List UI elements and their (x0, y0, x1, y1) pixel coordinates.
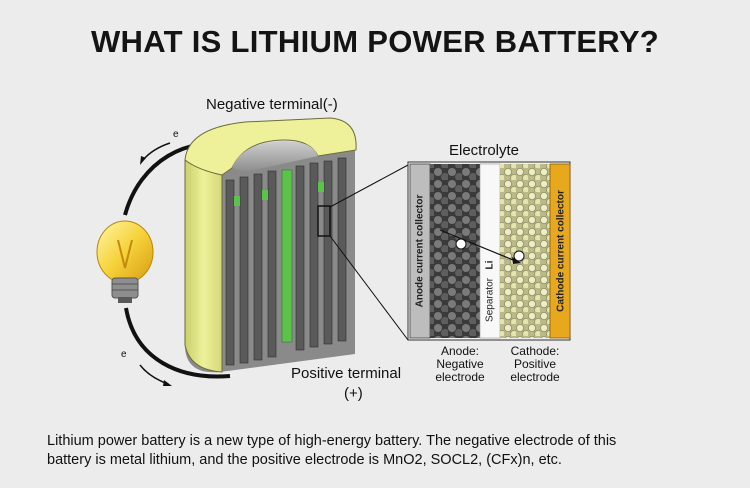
electron-label-top: e (173, 129, 179, 140)
negative-terminal-label: Negative terminal(-) (206, 96, 338, 113)
description-line-2: battery is metal lithium, and the positi… (47, 452, 562, 468)
light-bulb-icon (96, 220, 154, 303)
electrolyte-label: Electrolyte (449, 142, 520, 159)
description: Lithium power battery is a new type of h… (47, 432, 727, 470)
separator-label: Separator (484, 278, 496, 322)
cross-section-detail (407, 161, 571, 341)
wire-bottom (124, 307, 231, 379)
positive-sign-label: (+) (344, 385, 363, 402)
electron-arrow-bottom (139, 364, 169, 385)
battery-cell (184, 117, 357, 373)
ion-path (439, 229, 519, 263)
description-line-1: Lithium power battery is a new type of h… (47, 433, 617, 449)
cathode-collector-label: Cathode current collector (555, 190, 567, 312)
anode-collector-label: Anode current collector (414, 194, 426, 308)
anode-caption: Anode: Negative electrode (435, 344, 485, 384)
page-title: WHAT IS LITHIUM POWER BATTERY? (90, 24, 660, 59)
positive-terminal-label: Positive terminal (291, 365, 402, 382)
cathode-layer (500, 164, 550, 338)
cathode-current-collector (549, 163, 571, 339)
anode-layer (430, 164, 480, 338)
li-ion-label: Li (484, 260, 496, 270)
cathode-caption: Cathode: Positive electrode (510, 344, 560, 384)
electron-label-bottom: e (121, 349, 127, 360)
